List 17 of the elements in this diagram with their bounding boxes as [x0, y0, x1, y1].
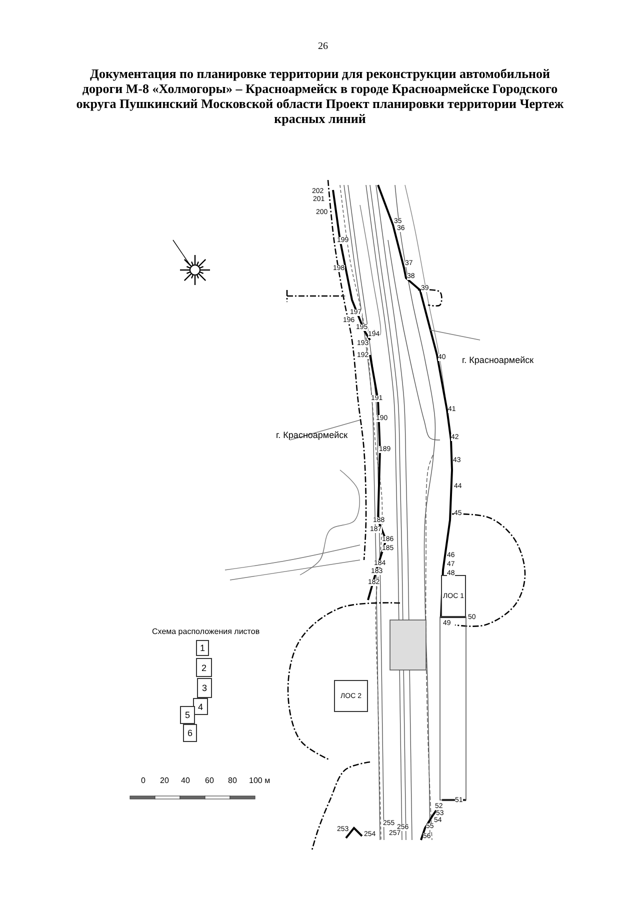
inset-title: Схема расположения листов [152, 628, 260, 636]
place-label: г. Красноармейск [276, 431, 348, 440]
scale-tick-label: 20 [160, 777, 169, 785]
title-text: Документация по планировке территории для реконструкции автомобильной дороги М-8 «Холмогоры» – Красноармейск в городе Красноармейске Городского округа Пушкинский Московской области Проект планировки территории Чертеж красных линий [75, 66, 565, 126]
place-label: г. Красноармейск [462, 356, 534, 365]
sheet-number: 5 [184, 710, 190, 720]
sheet-number: 2 [201, 662, 206, 672]
scale-tick-label: 0 [141, 777, 146, 785]
page-number: 26 [318, 42, 328, 52]
sheet-number: 1 [200, 643, 205, 653]
scale-tick-label: 40 [181, 777, 190, 785]
scale-tick-label: 60 [205, 777, 214, 785]
sheet-number: 3 [202, 683, 207, 693]
scale-tick-label: 80 [228, 777, 237, 785]
scale-tick-label: 100 м [249, 777, 270, 785]
sheet-number: 4 [198, 702, 203, 712]
sheet-number: 6 [187, 728, 192, 738]
